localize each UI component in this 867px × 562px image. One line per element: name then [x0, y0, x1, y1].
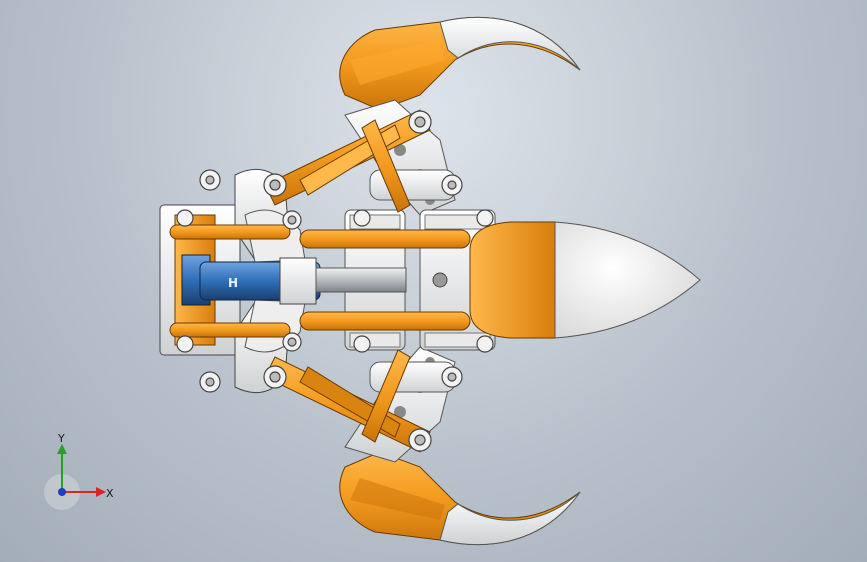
hydraulic-cylinder[interactable]: H: [199, 257, 407, 305]
bolts: [176, 110, 494, 452]
x-axis-arrow-icon: [96, 487, 106, 497]
z-axis-icon: [58, 488, 66, 496]
linkage-rods[interactable]: [169, 109, 471, 453]
y-axis-arrow-icon: [57, 444, 67, 454]
x-axis-label: X: [106, 487, 114, 500]
y-axis-label: Y: [57, 432, 65, 445]
upper-claw[interactable]: [339, 16, 581, 111]
nose-cone[interactable]: [469, 221, 701, 339]
lower-claw[interactable]: [339, 451, 581, 546]
cylinder-label: H: [228, 276, 238, 290]
axis-triad[interactable]: Y X: [40, 430, 120, 520]
